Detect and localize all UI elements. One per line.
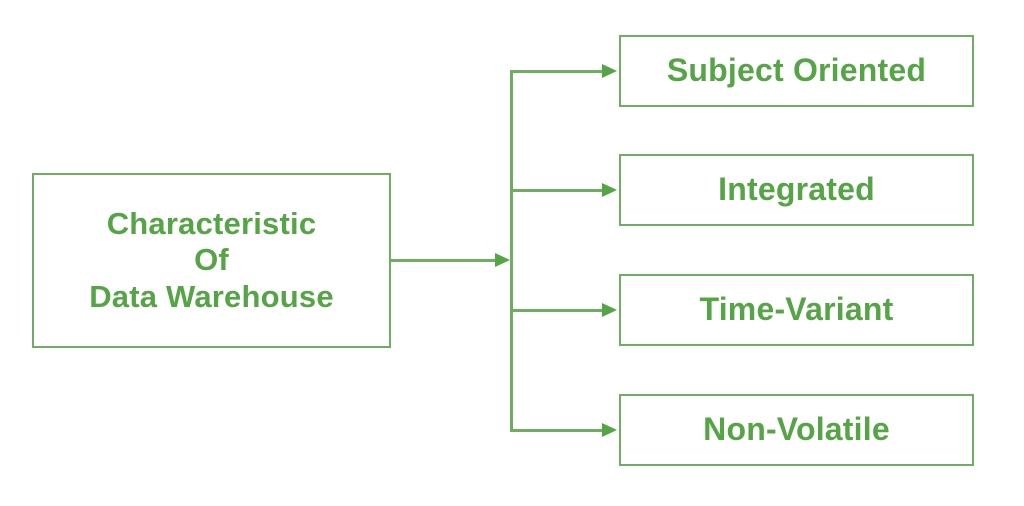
connector-spine xyxy=(510,70,513,432)
node-label-time-variant: Time-Variant xyxy=(699,291,894,328)
arrow-head-icon-subject-oriented xyxy=(602,64,617,78)
node-characteristic-of-data-warehouse[interactable]: Characteristic Of Data Warehouse xyxy=(32,173,391,348)
node-subject-oriented[interactable]: Subject Oriented xyxy=(619,35,974,107)
node-label-root: Characteristic Of Data Warehouse xyxy=(89,205,334,314)
connector-branch-non-volatile xyxy=(511,429,603,432)
node-label-subject-oriented: Subject Oriented xyxy=(666,52,927,89)
node-time-variant[interactable]: Time-Variant xyxy=(619,274,974,346)
connector-branch-subject-oriented xyxy=(511,70,603,73)
arrow-head-icon-time-variant xyxy=(602,303,617,317)
arrow-head-icon-integrated xyxy=(602,183,617,197)
node-integrated[interactable]: Integrated xyxy=(619,154,974,226)
connector-branch-integrated xyxy=(511,189,603,192)
node-label-integrated: Integrated xyxy=(718,171,875,208)
connector-branch-time-variant xyxy=(511,309,603,312)
arrow-head-icon-non-volatile xyxy=(602,423,617,437)
arrow-head-icon-trunk xyxy=(495,253,510,267)
node-non-volatile[interactable]: Non-Volatile xyxy=(619,394,974,466)
connector-root-to-spine xyxy=(391,259,496,262)
node-label-non-volatile: Non-Volatile xyxy=(703,411,890,448)
